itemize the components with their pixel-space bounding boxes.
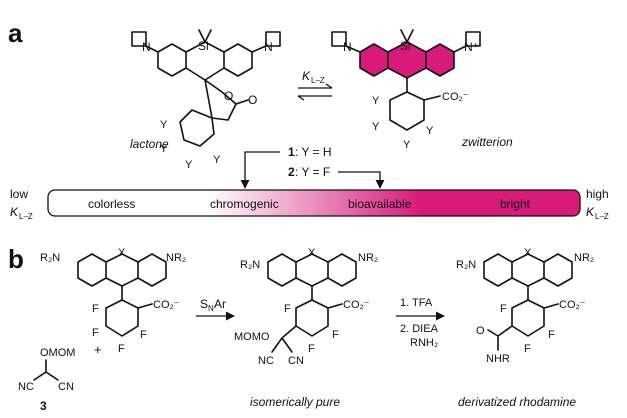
lactone-y-4: Y [213,154,221,166]
final-f-2: F [524,343,531,355]
mid-cn: CN [288,355,304,367]
equilibrium-arrows [297,83,333,101]
mid-f-1: F [284,303,291,315]
lactone-si: Si [198,39,209,53]
compound-pointers [240,151,385,189]
scale-low: low [10,187,28,201]
mid-nc: NC [258,355,274,367]
mid-momo: MOMO [234,331,270,343]
zwitterion-n-left: N [343,40,352,54]
malononitrile-3 [33,359,59,381]
sm-f-4: F [140,329,147,341]
lactone-carbonyl-o: O [248,93,257,107]
panel-b-label: b [8,244,24,274]
zwitterion-structure [331,29,481,131]
zwitterion-si: Si [400,39,411,53]
scale-low-k: K [10,205,19,219]
lactone-n-left: N [142,40,151,54]
label-isomerically-pure: isomerically pure [250,395,340,409]
sm-f-2: F [92,327,99,339]
sm-x: X [118,247,126,259]
final-amide-o: O [476,325,485,337]
mid-nr2: NR₂ [358,252,378,264]
lactone-o: O [224,89,233,103]
lactone-y-3: Y [185,159,193,171]
equilibrium-k: K [302,69,311,83]
final-nhr: NHR [486,353,510,365]
mid-co2: CO₂⁻ [343,299,370,311]
sm-f-1: F [92,303,99,315]
label-derivatized-rhodamine: derivatized rhodamine [458,395,576,409]
derivatized-rhodamine-structure [483,253,573,351]
compound-1-text: : Y = H [295,145,332,159]
mid-f-2: F [308,343,315,355]
scale-word-chromogenic: chromogenic [210,197,279,211]
mid-f-3: F [332,329,339,341]
scale-word-bioavailable: bioavailable [348,197,412,211]
scale-word-colorless: colorless [88,197,135,211]
zwitterion-y-2: Y [372,121,380,133]
plus-sign: + [94,342,102,357]
cmpd3-number: 3 [40,399,47,413]
panel-a-label: a [8,18,23,48]
mid-r2n: R₂N [240,259,260,271]
scale-low-sub: L–Z [19,212,33,221]
zwitterion-y-1: Y [372,95,380,107]
final-co2: CO₂⁻ [559,299,586,311]
lactone-structure [131,29,281,147]
scale-high: high [586,187,609,201]
cmpd3-nc: NC [18,381,34,393]
snar-n: N [208,304,214,313]
scale-high-sub: L–Z [595,212,609,221]
sm-nr2: NR₂ [166,252,186,264]
lactone-y-1: Y [160,119,168,131]
scale-high-k: K [586,205,595,219]
zwitterion-y-4: Y [426,125,434,137]
zwitterion-y-3: Y [403,139,411,151]
sm-f-3: F [118,343,125,355]
step2-line2: 2. DIEA [400,323,439,335]
scale-word-bright: bright [500,197,531,211]
snar-ar: Ar [214,297,226,311]
sm-co2: CO₂⁻ [153,299,180,311]
starting-fluorophore [77,253,167,337]
zwitterion-label: zwitterion [461,135,513,149]
lactone-y-2: Y [160,143,168,155]
snar-s: S [200,297,208,311]
step2-line1: 1. TFA [400,297,433,309]
final-x: X [524,247,532,259]
compound-1-number: 1 [288,145,295,159]
zwitterion-n-plus: N⁺ [464,40,479,54]
final-f-3: F [548,329,555,341]
mid-x: X [308,247,316,259]
final-r2n: R₂N [456,259,476,271]
sm-r2n: R₂N [40,252,60,264]
cmpd3-cn: CN [58,381,74,393]
step2-line3: RNH₂ [410,337,438,349]
final-nr2: NR₂ [574,252,594,264]
lactone-n-right: N [264,40,273,54]
cmpd3-omom: OMOM [40,347,75,359]
equilibrium-sub: L–Z [311,76,325,85]
klz-gradient-bar [47,189,581,217]
lactone-label: lactone [130,137,169,151]
compound-2-text: : Y = F [295,165,330,179]
final-f-1: F [500,303,507,315]
intermediate-structure [267,253,357,353]
zwitterion-co2: CO₂⁻ [442,91,469,103]
compound-2-number: 2 [288,165,295,179]
